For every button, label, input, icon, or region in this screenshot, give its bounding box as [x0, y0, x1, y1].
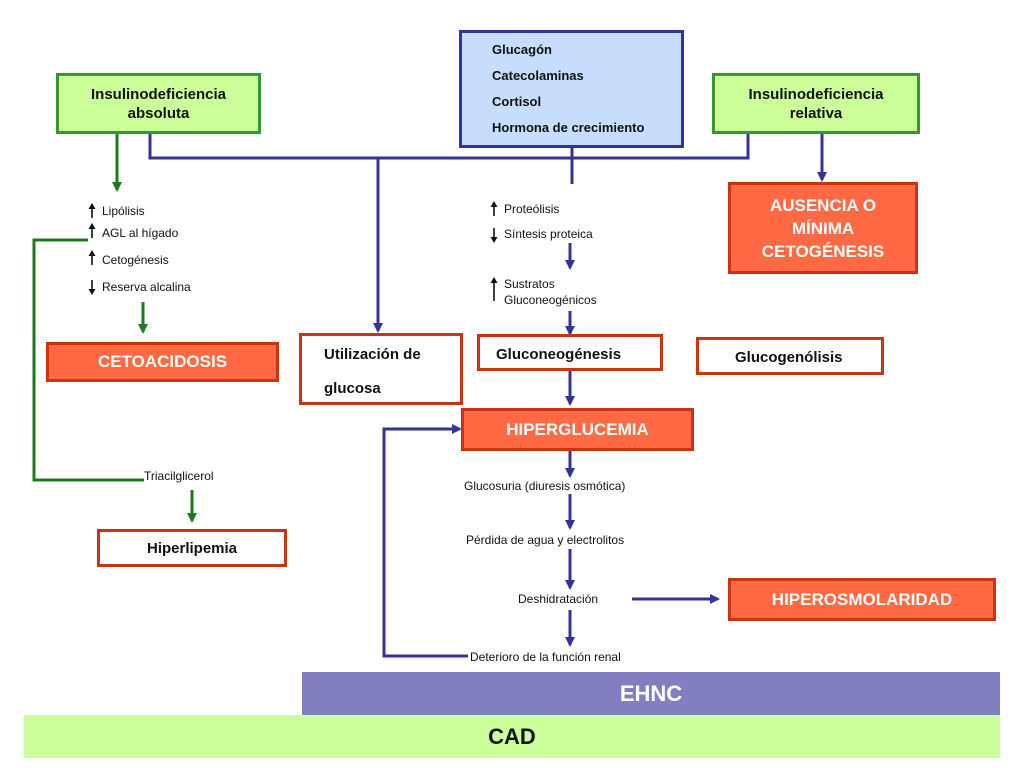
cetoacidosis-label: CETOACIDOSIS [97, 352, 228, 371]
cad-bar: CAD [24, 715, 1000, 758]
insulin-absolute-line2: absoluta [127, 104, 190, 122]
glucosuria-text: Glucosuria (diuresis osmótica) [464, 479, 626, 493]
insulin-relative-line1: Insulinodeficiencia [748, 85, 884, 103]
glucogenolisis-label: Glucogenólisis [735, 349, 843, 366]
cetogenesis-text: Cetogénesis [102, 253, 169, 267]
insulin-absolute-line1: Insulinodeficiencia [90, 85, 227, 103]
sustratos-line1: Sustratos [504, 277, 555, 291]
hiperglucemia-box: HIPERGLUCEMIA [461, 408, 694, 451]
reserva-text: Reserva alcalina [102, 280, 191, 294]
lipolisis-text: Lipólisis [102, 204, 145, 218]
hiperosmolaridad-box: HIPEROSMOLARIDAD [728, 578, 996, 621]
triacilglicerol-text: Triacilglicerol [144, 469, 214, 483]
arrow-deterioro-feedback [382, 424, 468, 658]
line-agl-to-triacilglicerol [32, 238, 144, 482]
sintesis-text: Síntesis proteica [504, 227, 593, 241]
ehnc-label: EHNC [619, 680, 683, 706]
line-absolute-branch [148, 134, 750, 160]
ausencia-line2: MÍNIMA [791, 218, 855, 238]
insulin-relative-line2: relativa [789, 104, 843, 122]
hiperlipemia-label: Hiperlipemia [146, 539, 238, 557]
hormone-crecimiento: Hormona de crecimiento [492, 120, 645, 135]
insulin-relative-box: Insulinodeficiencia relativa [712, 73, 920, 134]
ehnc-bar: EHNC [302, 672, 1000, 715]
deshidratacion-text: Deshidratación [518, 592, 599, 606]
hormone-cortisol: Cortisol [492, 94, 542, 109]
sustratos-line2: Gluconeogénicos [504, 293, 597, 307]
hormone-catecolaminas: Catecolaminas [492, 68, 584, 83]
hiperosmolaridad-label: HIPEROSMOLARIDAD [771, 589, 953, 609]
ausencia-line1: AUSENCIA O [769, 195, 877, 215]
hormones-box: Glucagón Catecolaminas Cortisol Hormona … [459, 30, 684, 148]
insulin-absolute-box: Insulinodeficiencia absoluta [56, 73, 261, 134]
hiperlipemia-box: Hiperlipemia [97, 529, 287, 567]
utilizacion-line2: glucosa [324, 380, 381, 397]
gluconeogenesis-box: Gluconeogénesis [477, 334, 663, 371]
hormone-glucagon: Glucagón [492, 42, 552, 57]
hiperglucemia-label: HIPERGLUCEMIA [506, 419, 649, 439]
gluconeogenesis-label: Gluconeogénesis [496, 346, 622, 363]
ausencia-line3: CETOGÉNESIS [761, 241, 885, 261]
cad-label: CAD [488, 723, 536, 749]
utilizacion-line1: Utilización de [324, 346, 421, 363]
utilizacion-box: Utilización de glucosa [299, 333, 463, 405]
cetoacidosis-box: CETOACIDOSIS [46, 342, 279, 382]
agl-text: AGL al hígado [102, 226, 179, 240]
deterioro-text: Deterioro de la función renal [470, 650, 621, 664]
ausencia-box: AUSENCIA O MÍNIMA CETOGÉNESIS [728, 182, 918, 274]
glucogenolisis-box: Glucogenólisis [696, 337, 884, 375]
proteolisis-text: Proteólisis [504, 202, 560, 216]
perdida-text: Pérdida de agua y electrolitos [466, 533, 625, 547]
